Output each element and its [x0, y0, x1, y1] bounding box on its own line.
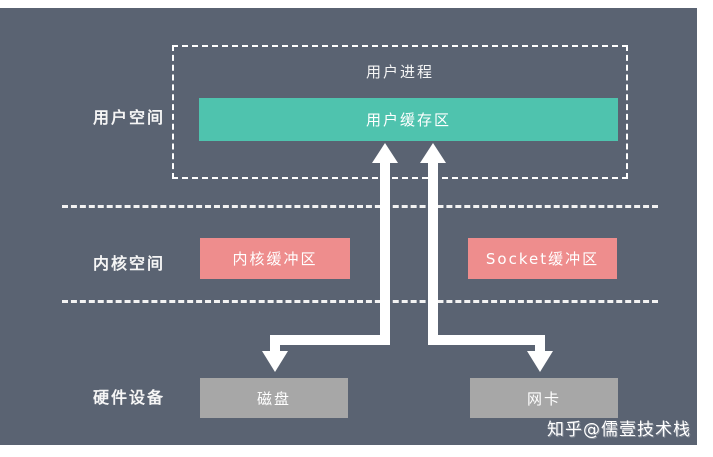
disk-box: 磁盘 — [200, 378, 348, 418]
user-process-boundary: 用户进程 — [172, 45, 628, 179]
user-process-label: 用户进程 — [365, 63, 434, 81]
watermark: 知乎@儒壹技术栈 — [547, 420, 691, 440]
user-buffer-box: 用户缓存区 — [199, 98, 618, 141]
nic-box: 网卡 — [470, 378, 618, 418]
kernel-buffer-box: 内核缓冲区 — [200, 238, 350, 279]
layer-label-hardware: 硬件设备 — [93, 388, 166, 407]
layer-label-user-space: 用户空间 — [93, 108, 166, 127]
socket-buffer-box: Socket缓冲区 — [468, 238, 617, 279]
separator-user-kernel — [62, 205, 658, 208]
separator-kernel-hardware — [62, 300, 658, 303]
layer-label-kernel-space: 内核空间 — [93, 254, 166, 273]
